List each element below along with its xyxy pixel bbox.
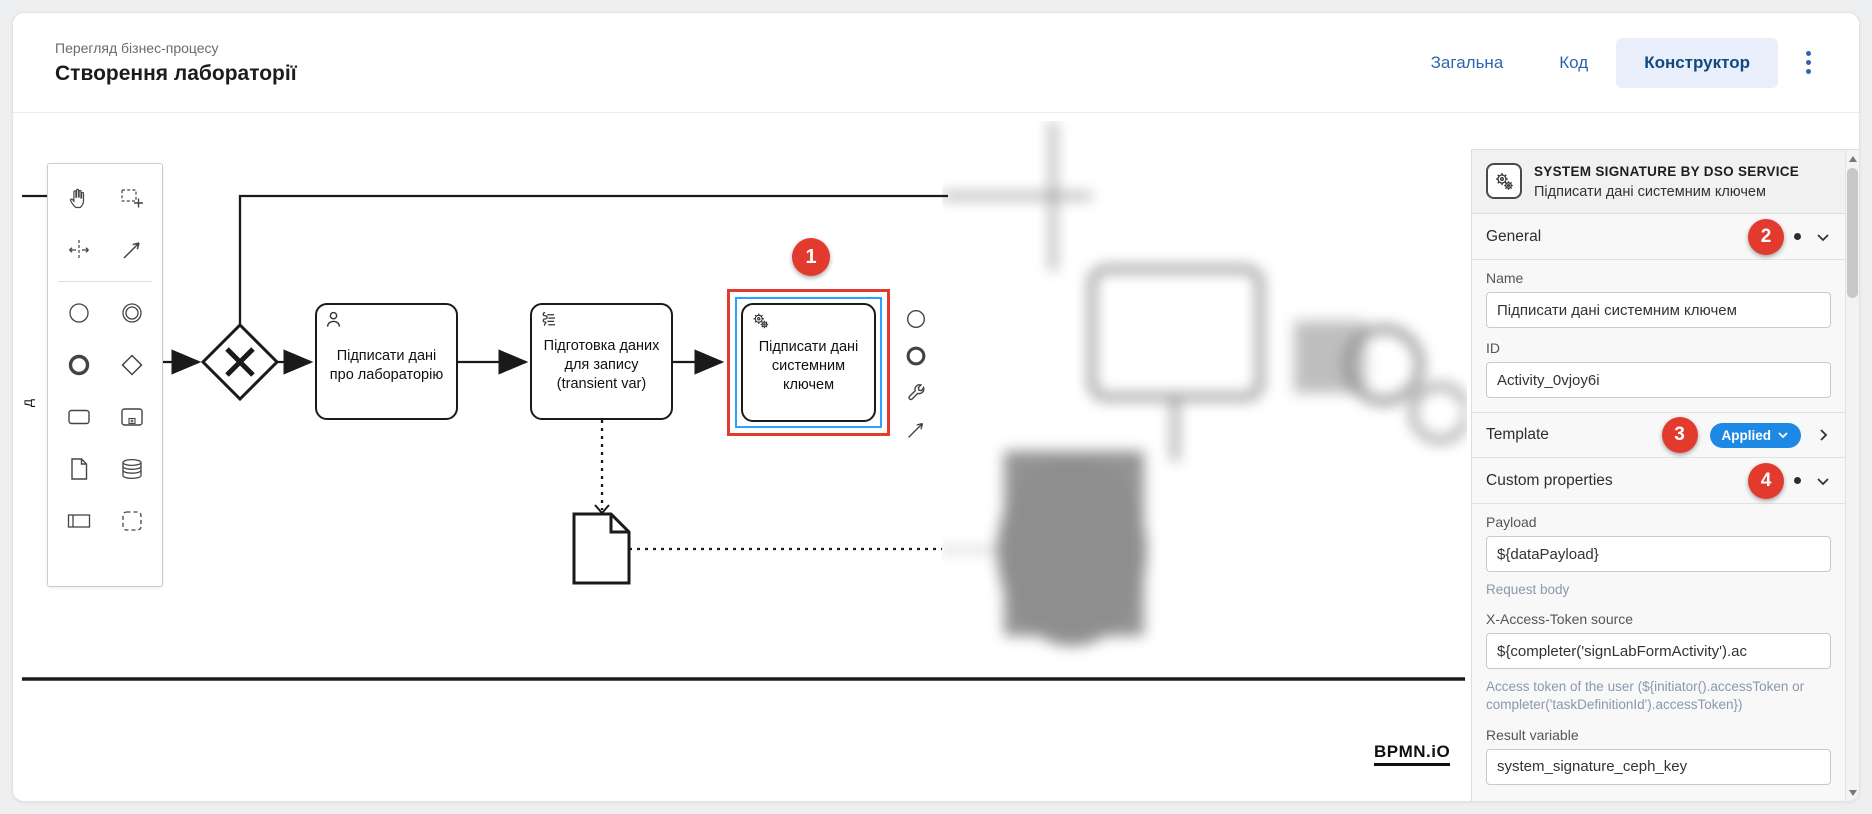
payload-input[interactable] [1486,536,1831,572]
token-source-label: X-Access-Token source [1486,611,1634,628]
chevron-down-icon [1817,233,1829,241]
user-icon [324,310,343,335]
id-field-group: ID [1472,330,1845,400]
service-task-selected[interactable]: Підписати дані системним ключем [741,303,876,422]
token-field-group: X-Access-Token source [1472,601,1845,671]
create-data-store[interactable] [105,443,158,495]
id-input[interactable] [1486,362,1831,398]
script-task[interactable]: Підготовка даних для запису (transient v… [530,303,673,420]
header-titles: Перегляд бізнес-процесу Створення лабора… [55,40,297,86]
section-custom-label: Custom properties [1486,471,1613,489]
payload-help: Request body [1486,582,1570,597]
token-source-help: Access token of the user (${initiator().… [1486,679,1805,713]
scroll-down-icon[interactable] [1846,785,1859,800]
service-template-icon [1486,163,1522,199]
connect-icon[interactable] [902,416,930,444]
annotation-badge-4: 4 [1748,462,1784,499]
bpmn-diagram-layer [22,194,1465,681]
section-template-label: Template [1486,426,1549,443]
task-label: Підписати дані про лабораторію [329,347,444,383]
properties-panel: SYSTEM SIGNATURE BY DSO SERVICE Підписат… [1471,149,1859,801]
template-applied-pill[interactable]: Applied [1709,422,1801,448]
token-source-input[interactable] [1486,633,1831,670]
id-label: ID [1486,340,1500,356]
result-variable-input[interactable] [1486,748,1831,785]
task-label: Підписати дані системним ключем [758,339,859,393]
chevron-down-icon [1817,477,1829,485]
section-custom-properties[interactable]: Custom properties 4 [1472,458,1845,504]
result-field-group: Result variable [1472,717,1845,787]
create-intermediate-event[interactable] [105,287,158,339]
create-participant[interactable] [52,495,105,547]
annotation-badge-3: 3 [1661,417,1698,453]
hand-tool[interactable] [52,172,105,224]
space-tool[interactable] [52,224,105,276]
name-field-group: Name [1472,260,1845,330]
create-gateway[interactable] [105,339,158,391]
editor-body: д Підписати дані про лабораторію Підгото… [13,113,1859,801]
annotation-badge-1: 1 [792,238,830,276]
section-dot-icon [1794,477,1801,484]
data-object[interactable] [572,512,631,585]
chevron-down-icon [1778,432,1788,439]
tab-bar: Загальна Код Конструктор [1403,37,1817,88]
panel-header: SYSTEM SIGNATURE BY DSO SERVICE Підписат… [1472,150,1845,214]
applied-label: Applied [1721,427,1772,443]
name-input[interactable] [1486,292,1831,328]
create-start-event[interactable] [52,287,105,339]
panel-title: SYSTEM SIGNATURE BY DSO SERVICE [1534,164,1800,179]
section-general[interactable]: General 2 [1472,214,1845,260]
bpmn-palette [47,163,163,587]
page-title: Створення лабораторії [55,61,297,85]
create-data-object[interactable] [52,443,105,495]
global-connect-tool[interactable] [105,224,158,276]
section-dot-icon [1794,233,1801,240]
script-icon [539,310,558,335]
app-window: Перегляд бізнес-процесу Створення лабора… [12,12,1860,802]
panel-scrollbar[interactable] [1845,150,1859,801]
gears-icon [750,310,771,337]
lane-label: д [19,398,36,408]
tab-general[interactable]: Загальна [1430,52,1504,72]
wrench-icon[interactable] [902,379,930,407]
lasso-tool[interactable] [105,172,158,224]
payload-label: Payload [1486,514,1537,530]
context-pad [902,305,930,444]
create-task[interactable] [52,391,105,443]
scroll-up-icon[interactable] [1846,151,1859,166]
exclusive-gateway[interactable] [200,322,280,402]
result-variable-label: Result variable [1486,726,1579,743]
create-end-event[interactable] [52,339,105,391]
selection-outline [735,297,882,428]
tab-constructor[interactable]: Конструктор [1616,37,1778,88]
header: Перегляд бізнес-процесу Створення лабора… [13,13,1859,113]
kebab-menu-icon[interactable] [1800,45,1817,80]
annotation-box-1 [727,289,890,436]
tab-code[interactable]: Код [1559,52,1589,72]
append-event-icon[interactable] [902,305,930,333]
task-label: Підготовка даних для запису (transient v… [543,338,660,392]
breadcrumb: Перегляд бізнес-процесу [55,39,219,56]
payload-field-group: Payload [1472,504,1845,574]
section-template[interactable]: Template 3 Applied [1472,412,1845,458]
append-end-event-icon[interactable] [902,342,930,370]
palette-separator [58,281,152,282]
bpmn-io-logo[interactable]: BPMN.iO [1374,742,1451,766]
name-label: Name [1486,270,1524,286]
create-group[interactable] [105,495,158,547]
annotation-badge-2: 2 [1748,218,1784,255]
scrollbar-thumb[interactable] [1847,168,1858,298]
blurred-diagram-region [942,121,1467,670]
section-general-label: General [1486,227,1542,245]
user-task[interactable]: Підписати дані про лабораторію [315,303,458,420]
create-subprocess[interactable] [105,391,158,443]
chevron-right-icon [1820,429,1828,441]
panel-subtitle: Підписати дані системним ключем [1534,184,1766,200]
